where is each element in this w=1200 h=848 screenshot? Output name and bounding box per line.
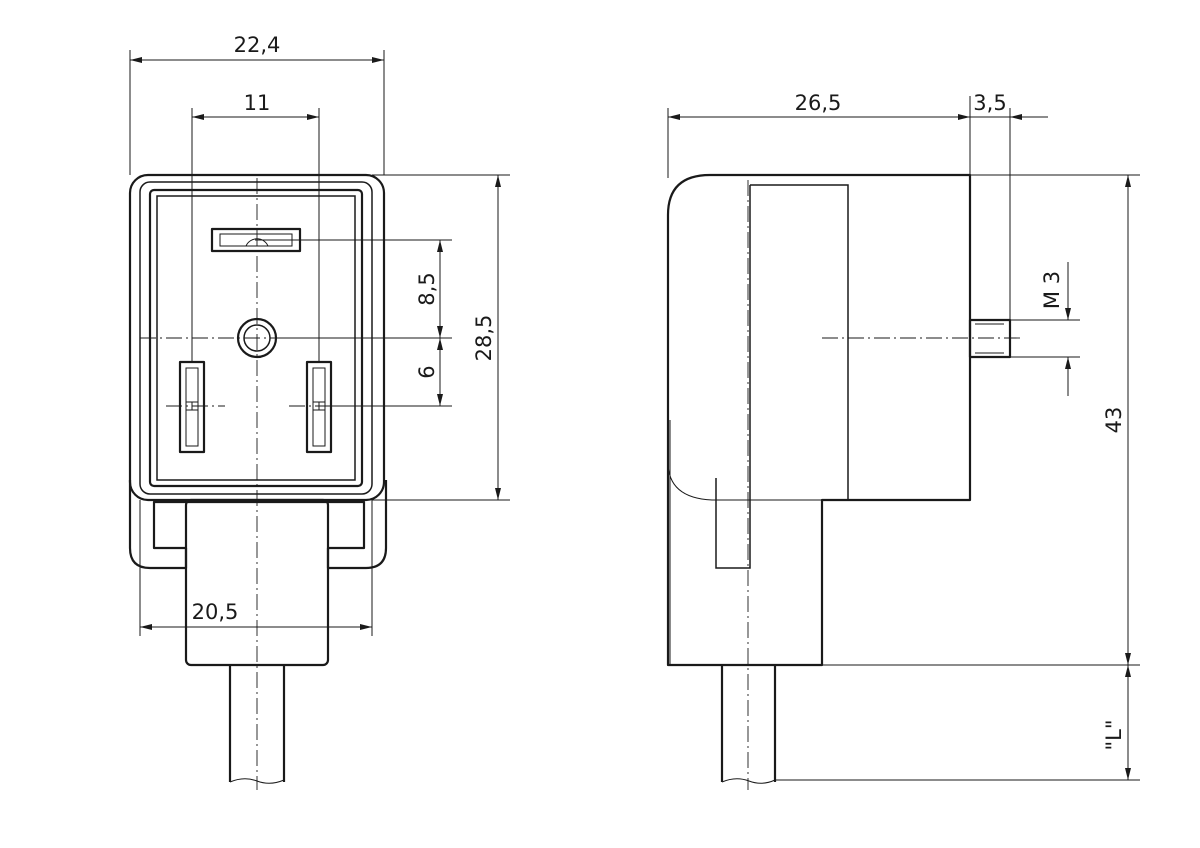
side-dim-screw-thread: M 3 xyxy=(1040,271,1064,309)
front-left-pin xyxy=(178,360,206,454)
front-view: 22,4 11 20,5 8,5 6 28,5 xyxy=(128,33,510,790)
side-dim-total-height: 43 xyxy=(1102,407,1126,434)
side-dim-screw-length: 3,5 xyxy=(973,91,1006,115)
side-rib xyxy=(715,184,849,569)
side-view: 26,5 3,5 M 3 43 "L" xyxy=(666,91,1140,790)
front-dim-upper-pin-offset: 8,5 xyxy=(415,272,439,305)
front-dim-face-height: 28,5 xyxy=(472,315,496,362)
front-dim-pin-spacing: 11 xyxy=(244,91,271,115)
front-dim-overall-width: 22,4 xyxy=(234,33,281,57)
front-right-pin xyxy=(305,360,333,454)
side-housing xyxy=(666,173,972,667)
front-dim-lower-pin-offset: 6 xyxy=(415,365,439,378)
front-bracket xyxy=(128,480,388,570)
side-dim-body-depth: 26,5 xyxy=(795,91,842,115)
front-dim-base-width: 20,5 xyxy=(192,600,239,624)
side-screw xyxy=(968,318,1012,359)
side-dim-cable-length: "L" xyxy=(1102,719,1126,750)
front-cable xyxy=(228,665,286,782)
side-cable xyxy=(720,665,777,782)
